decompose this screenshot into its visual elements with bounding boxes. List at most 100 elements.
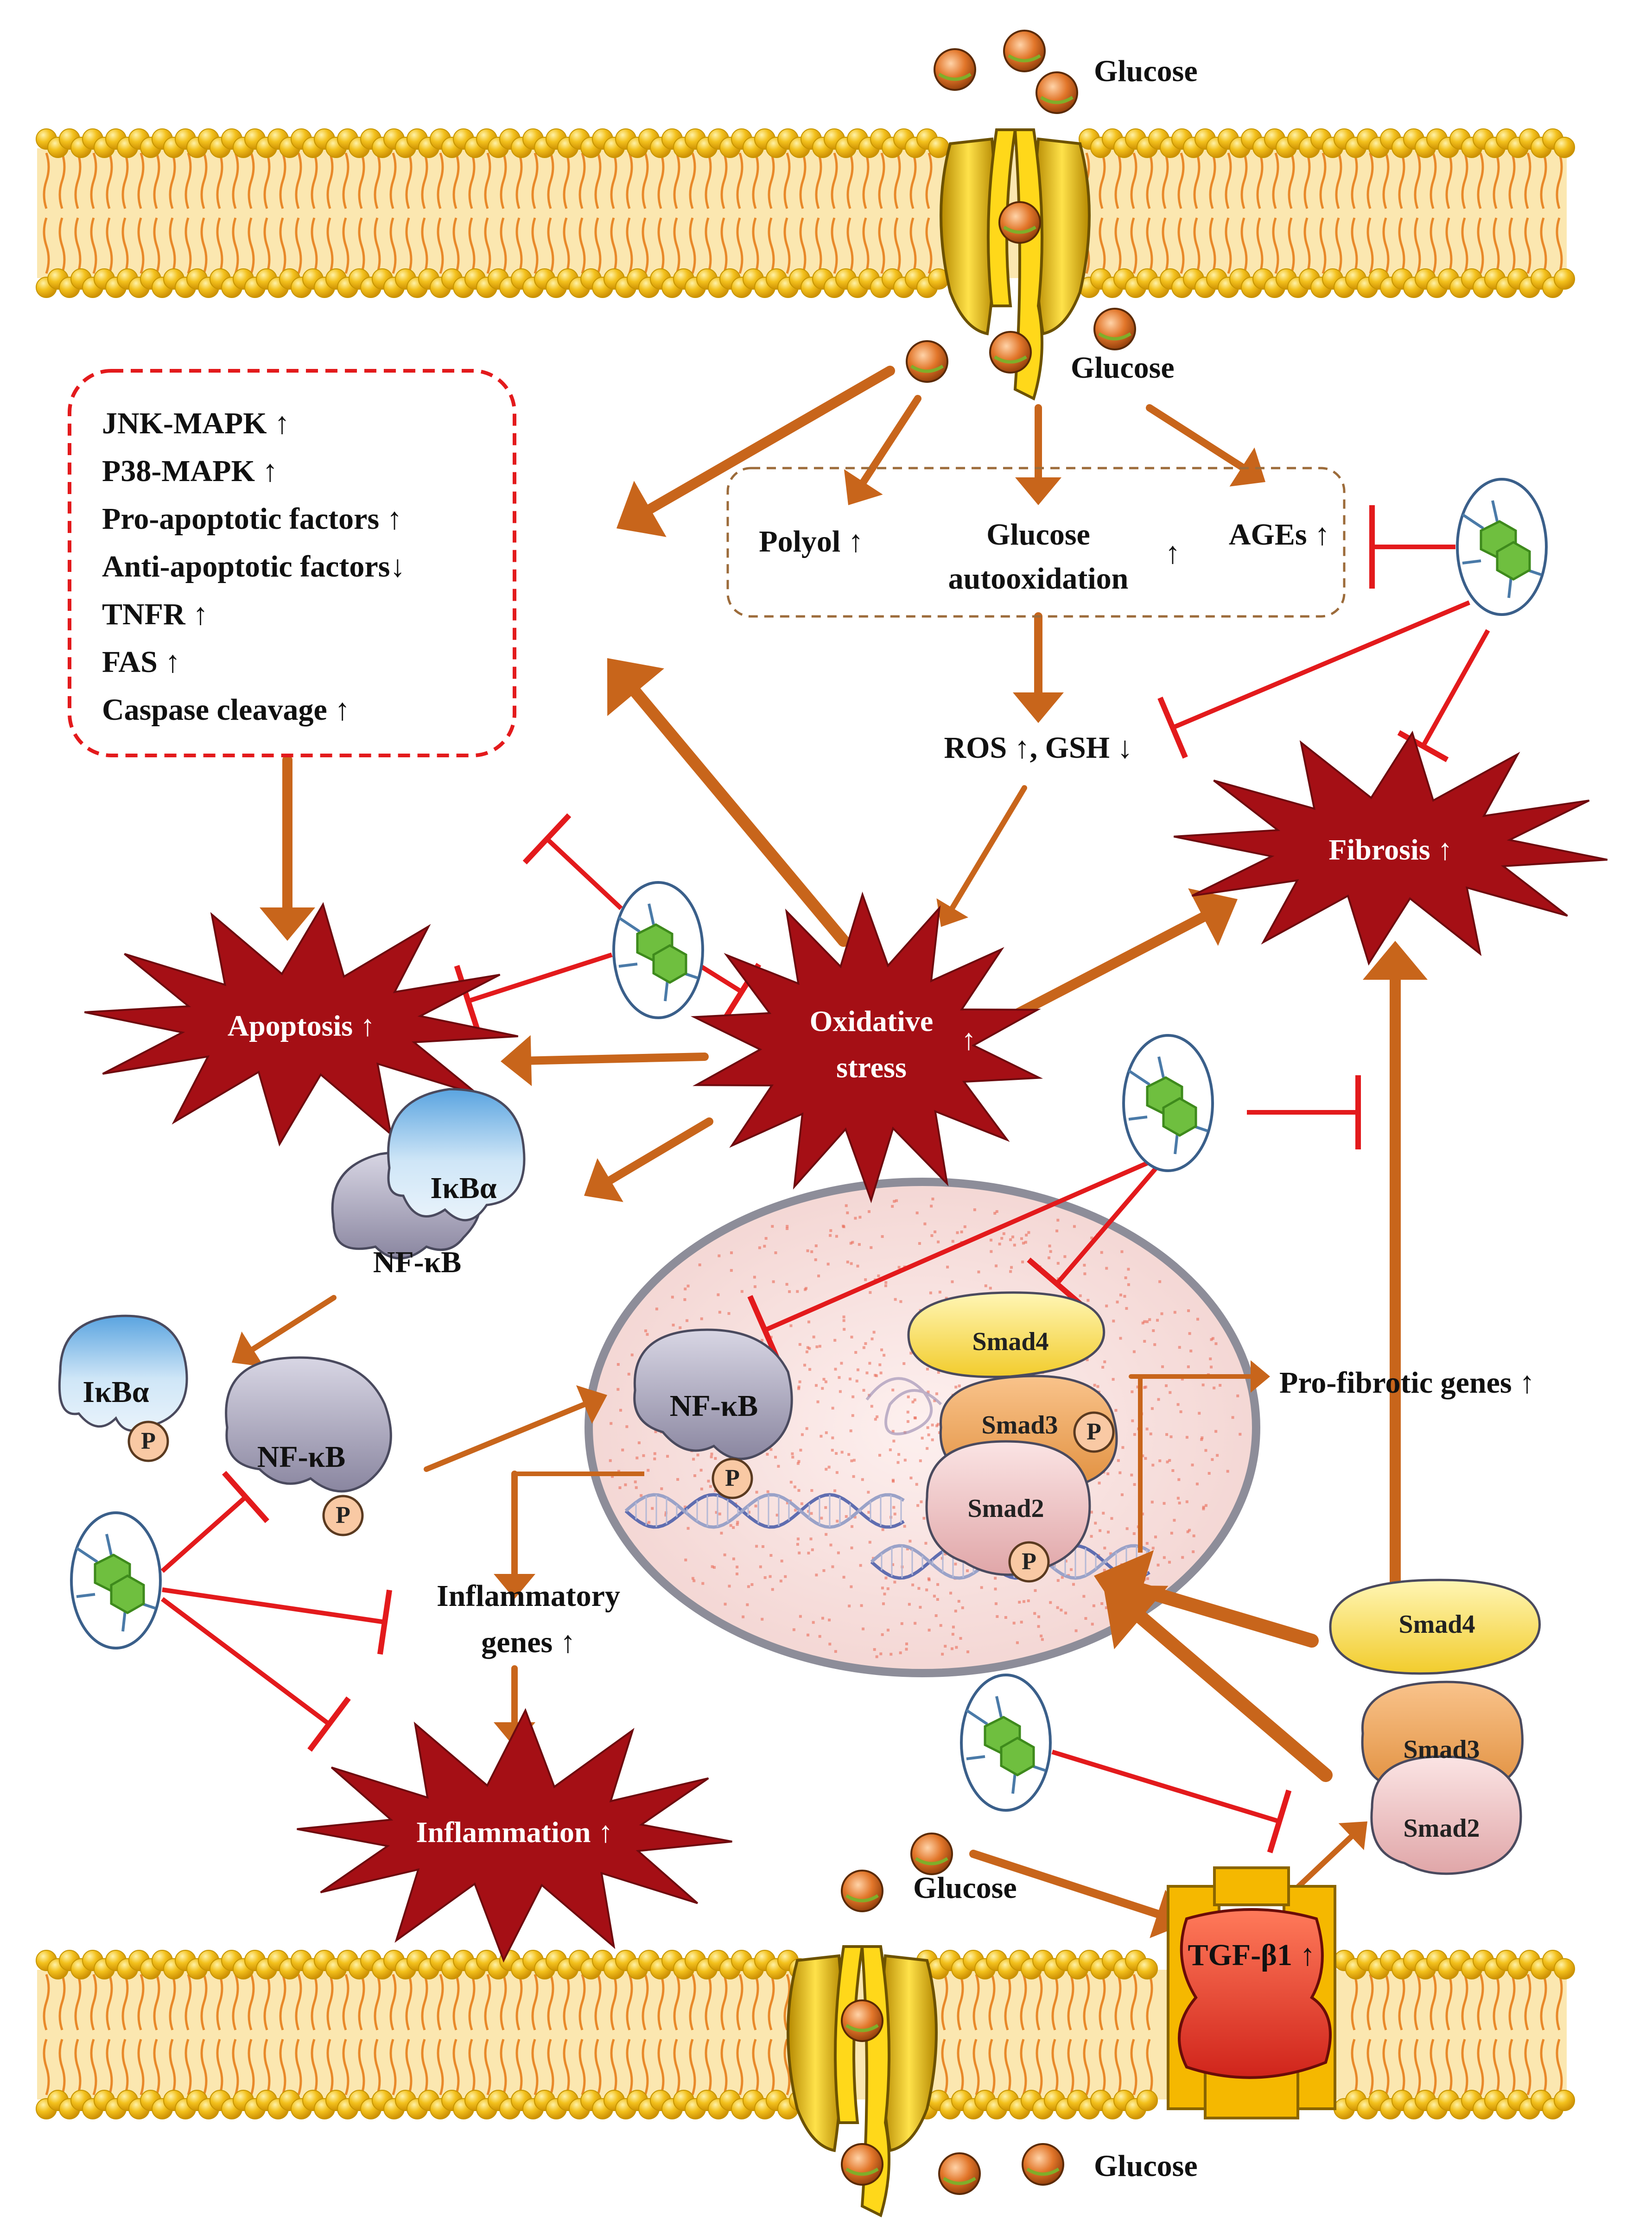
- label-glucose-top-inner: Glucose: [1071, 351, 1175, 385]
- fibrosis-burst: [1173, 730, 1608, 966]
- label-nfkb-nuclear: NF-κB: [670, 1389, 758, 1423]
- smad3-nuclear-phospho: [1073, 1411, 1115, 1453]
- arrow-glucose-to-ages: [1146, 404, 1265, 487]
- inhibit-drug-to-ros: [1157, 600, 1470, 759]
- arrow-glucose-to-polyol: [844, 395, 921, 505]
- label-smad4-cyto: Smad4: [1399, 1610, 1475, 1639]
- apoptosis-factor-item: FAS ↑: [102, 645, 180, 679]
- glucose-transporter-top: [940, 128, 1091, 401]
- nfkb-free-phospho: [322, 1495, 364, 1536]
- inhibit-drug-to-inflammatory-genes: [162, 1587, 393, 1655]
- label-nfkb-complex: NF-κB: [373, 1245, 462, 1279]
- arrow-ros-to-oxidative-stress: [936, 785, 1027, 927]
- label-smad2-cyto: Smad2: [1404, 1814, 1480, 1843]
- arrow-to-profibrotic-genes: [1129, 1360, 1270, 1393]
- arrow-to-inflammatory-genes: [494, 1471, 535, 1599]
- label-ikba-complex: IκBα: [430, 1171, 496, 1205]
- inhibit-drug-to-inflammation: [161, 1597, 351, 1752]
- glucose-molecule: [989, 331, 1032, 374]
- glucose-molecule: [1093, 308, 1136, 350]
- inhibit-drug-to-fibrosis-lower: [1247, 1075, 1361, 1149]
- dna-helix: [624, 1493, 1150, 1580]
- glucose-molecule: [934, 48, 976, 91]
- label-inflammatory-genes-line2: genes ↑: [481, 1625, 575, 1659]
- smad4-cyto-shape: [1329, 1579, 1541, 1675]
- arrow-oxidative-to-fibrosis: [1001, 888, 1238, 1025]
- glucose-metabolism-box: [726, 467, 1346, 618]
- arrow-nfkb-translocation: [424, 1385, 607, 1472]
- drug-molecule-icon: [71, 1513, 160, 1648]
- glucose-molecule: [841, 1999, 883, 2042]
- nfkb-free-shape: [225, 1356, 392, 1493]
- label-fibrosis: Fibrosis ↑: [1328, 833, 1452, 866]
- smad2-nuclear-phospho: [1008, 1541, 1050, 1583]
- phospho-label: P: [725, 1465, 740, 1491]
- label-autoox-arrow: ↑: [1165, 536, 1181, 570]
- label-ros-gsh: ROS ↑, GSH ↓: [944, 731, 1132, 765]
- arrow-glucose-to-autooxidation: [1015, 404, 1061, 505]
- apoptosis-factors-box: [68, 369, 516, 757]
- label-ages: AGEs ↑: [1229, 518, 1330, 552]
- glucose-molecule: [841, 1870, 883, 1912]
- label-smad4-nuclear: Smad4: [972, 1327, 1049, 1356]
- phospho-label: P: [141, 1428, 156, 1454]
- arrow-profibrotic-to-fibrosis: [1363, 941, 1428, 1646]
- oxidative-stress-burst: [690, 891, 1043, 1204]
- arrow-oxidative-to-apoptosis-factors: [607, 658, 850, 947]
- inhibit-drug-to-ages: [1369, 505, 1455, 589]
- glucose-molecule: [1036, 71, 1078, 114]
- inhibit-drug-to-tgf-smad: [1051, 1750, 1292, 1853]
- apoptosis-factor-item: Anti-apoptotic factors↓: [102, 550, 405, 584]
- inhibit-drug-to-apoptosis: [454, 952, 613, 1037]
- arrow-oxidative-to-nfkb-complex: [584, 1117, 713, 1202]
- glucose-molecule: [910, 1833, 953, 1875]
- glucose-molecule: [938, 2152, 981, 2195]
- apoptosis-factor-item: Caspase cleavage ↑: [102, 693, 350, 727]
- label-glucose-bottom-outer: Glucose: [1094, 2149, 1198, 2183]
- label-ikba-free: IκBα: [83, 1375, 149, 1409]
- ikba-free-shape: [58, 1314, 188, 1432]
- nfkb-nuclear-shape: [633, 1328, 793, 1460]
- label-nfkb-free: NF-κB: [257, 1440, 346, 1474]
- glucose-molecule: [1003, 30, 1046, 72]
- apoptosis-factor-item: TNFR ↑: [102, 597, 208, 631]
- inhibit-drug-to-nfkb: [160, 1471, 269, 1573]
- drug-molecule-icon: [961, 1675, 1050, 1810]
- label-oxidative-line1: Oxidative: [810, 1005, 934, 1038]
- arrow-complex-dissociation: [232, 1295, 337, 1367]
- arrow-smad23-to-nucleus: [1103, 1585, 1333, 1782]
- inflammation-burst: [297, 1708, 732, 1963]
- arrow-nfkb-elbow: [515, 1376, 1143, 1553]
- inhibit-drug-to-upper: [522, 813, 623, 910]
- label-smad3-cyto: Smad3: [1404, 1735, 1480, 1764]
- label-smad3-nuclear: Smad3: [982, 1411, 1058, 1440]
- label-oxidative-line2: stress: [836, 1051, 907, 1084]
- drug-molecule-icon: [614, 882, 703, 1018]
- label-glucose-autoox-line1: Glucose: [986, 518, 1090, 552]
- label-polyol: Polyol ↑: [759, 525, 864, 558]
- label-tgf-beta1: TGF-β1 ↑: [1188, 1938, 1315, 1972]
- glucose-molecule: [998, 201, 1041, 244]
- arrow-factors-to-apoptosis: [260, 755, 315, 941]
- label-pro-fibrotic-genes: Pro-fibrotic genes ↑: [1279, 1366, 1535, 1400]
- phospho-label: P: [1087, 1419, 1101, 1445]
- smad2-nuclear-shape: [925, 1440, 1091, 1576]
- label-glucose-top-outer: Glucose: [1094, 54, 1198, 88]
- membrane-top: [36, 128, 1575, 298]
- drug-molecule-icon: [1457, 479, 1546, 615]
- label-apoptosis: Apoptosis ↑: [228, 1009, 375, 1042]
- phospho-label: P: [1022, 1548, 1036, 1575]
- label-oxidative-arrow: ↑: [961, 1023, 976, 1056]
- label-inflammation: Inflammation ↑: [416, 1816, 613, 1849]
- ikba-phospho: [127, 1421, 169, 1462]
- glucose-molecule: [841, 2143, 883, 2186]
- label-glucose-bottom-inner: Glucose: [913, 1871, 1017, 1905]
- smad4-nuclear-shape: [907, 1291, 1106, 1378]
- inhibit-drug-to-fibrosis: [1397, 629, 1490, 762]
- label-smad2-nuclear: Smad2: [968, 1494, 1044, 1523]
- glucose-molecule: [906, 340, 948, 383]
- arrow-to-ros: [1013, 612, 1064, 723]
- apoptosis-factor-item: JNK-MAPK ↑: [102, 406, 290, 440]
